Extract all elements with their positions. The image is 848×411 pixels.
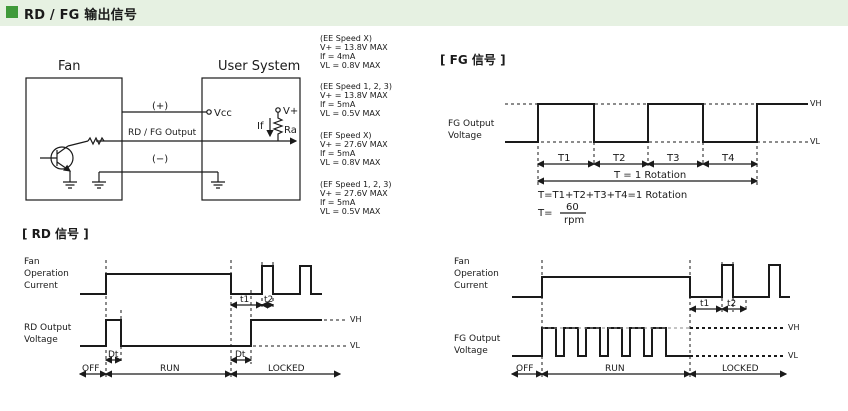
spec-list: (EE Speed X) V+ = 13.8V MAX If = 4mA VL … bbox=[320, 34, 392, 216]
svg-text:t1: t1 bbox=[240, 295, 249, 305]
svg-text:RUN: RUN bbox=[160, 364, 180, 374]
svg-text:Dt: Dt bbox=[108, 350, 119, 360]
svg-text:V+ = 27.6V MAX: V+ = 27.6V MAX bbox=[320, 140, 388, 149]
user-ground-icon bbox=[211, 181, 225, 189]
svg-text:(EF Speed 1, 2, 3): (EF Speed 1, 2, 3) bbox=[320, 180, 392, 189]
svg-text:LOCKED: LOCKED bbox=[722, 364, 759, 374]
svg-text:FG Output: FG Output bbox=[454, 334, 501, 344]
svg-text:VH: VH bbox=[810, 99, 822, 108]
fan-ground-icon bbox=[92, 181, 106, 189]
rd-vl-label: VL bbox=[350, 341, 360, 350]
svg-text:VL = 0.8V MAX: VL = 0.8V MAX bbox=[320, 158, 381, 167]
svg-text:V+ = 13.8V MAX: V+ = 13.8V MAX bbox=[320, 43, 388, 52]
svg-text:Current: Current bbox=[454, 281, 488, 291]
fg-fan-current-waveform bbox=[512, 264, 790, 298]
svg-text:V+ = 27.6V MAX: V+ = 27.6V MAX bbox=[320, 189, 388, 198]
svg-text:VL = 0.5V MAX: VL = 0.5V MAX bbox=[320, 109, 381, 118]
vplus-terminal bbox=[275, 107, 281, 113]
spec-title: (EE Speed X) bbox=[320, 34, 372, 43]
rd-output-waveform bbox=[80, 319, 322, 347]
section-header: RD / FG 输出信号 bbox=[0, 0, 848, 26]
svg-text:rpm: rpm bbox=[564, 215, 584, 226]
base-resistor bbox=[87, 136, 105, 146]
spec-block-1: (EE Speed X) V+ = 13.8V MAX If = 4mA VL … bbox=[320, 34, 388, 70]
svg-text:Operation: Operation bbox=[454, 269, 499, 279]
user-system-label: User System bbox=[218, 59, 300, 74]
svg-text:(EF Speed X): (EF Speed X) bbox=[320, 131, 372, 140]
fan-label: Fan bbox=[58, 59, 81, 74]
svg-text:T3: T3 bbox=[666, 153, 679, 164]
svg-text:T=: T= bbox=[537, 208, 553, 219]
svg-text:OFF: OFF bbox=[516, 364, 533, 374]
minus-label: (−) bbox=[152, 154, 168, 165]
spec-block-3: (EF Speed X) V+ = 27.6V MAX If = 5mA VL … bbox=[320, 131, 388, 167]
svg-text:VL: VL bbox=[810, 137, 820, 146]
svg-text:V+ = 13.8V MAX: V+ = 13.8V MAX bbox=[320, 91, 388, 100]
svg-text:Dt: Dt bbox=[235, 350, 246, 360]
svg-text:If = 5mA: If = 5mA bbox=[320, 198, 356, 207]
svg-text:FG Output: FG Output bbox=[448, 119, 495, 129]
svg-text:T1: T1 bbox=[557, 153, 570, 164]
svg-text:LOCKED: LOCKED bbox=[268, 364, 305, 374]
svg-text:VL = 0.5V MAX: VL = 0.5V MAX bbox=[320, 207, 381, 216]
svg-text:T4: T4 bbox=[721, 153, 734, 164]
svg-text:Operation: Operation bbox=[24, 269, 69, 279]
svg-text:If = 4mA: If = 4mA bbox=[320, 52, 356, 61]
fg-timing-diagram: Fan Operation Current FG Output Voltage … bbox=[454, 257, 800, 380]
transistor-ground-icon bbox=[63, 181, 77, 189]
rd-timing-diagram: [ RD 信号 ] Fan Operation Current RD Outpu… bbox=[22, 226, 362, 380]
svg-text:T = 1 Rotation: T = 1 Rotation bbox=[613, 170, 686, 181]
svg-text:Voltage: Voltage bbox=[24, 335, 58, 345]
header-square-icon bbox=[6, 6, 18, 18]
circuit-diagram: Fan User System (+) Vcc RD / FG Output V… bbox=[25, 59, 301, 201]
svg-text:(EE Speed 1, 2, 3): (EE Speed 1, 2, 3) bbox=[320, 82, 392, 91]
svg-text:Current: Current bbox=[24, 281, 58, 291]
vplus-label: V+ bbox=[283, 106, 298, 117]
svg-text:OFF: OFF bbox=[82, 364, 99, 374]
ra-resistor bbox=[272, 112, 284, 141]
output-label: RD / FG Output bbox=[128, 128, 197, 138]
rd-vh-label: VH bbox=[350, 315, 362, 324]
fg-output-waveform bbox=[505, 103, 808, 143]
rd-fan-current-waveform bbox=[80, 265, 322, 295]
fg-equation-1: T=T1+T2+T3+T4=1 Rotation bbox=[537, 190, 687, 201]
svg-text:VL: VL bbox=[788, 351, 798, 360]
svg-text:T2: T2 bbox=[612, 153, 625, 164]
svg-text:RUN: RUN bbox=[605, 364, 625, 374]
fan-box bbox=[25, 77, 123, 201]
svg-text:Fan: Fan bbox=[24, 257, 40, 267]
rd-section-title: [ RD 信号 ] bbox=[22, 226, 89, 241]
fg-signal-diagram: [ FG 信号 ] FG Output Voltage VH VL T1 T2 … bbox=[440, 52, 822, 226]
if-label: If bbox=[257, 121, 264, 132]
svg-text:Voltage: Voltage bbox=[454, 346, 488, 356]
svg-text:If = 5mA: If = 5mA bbox=[320, 100, 356, 109]
svg-text:Voltage: Voltage bbox=[448, 131, 482, 141]
spec-block-4: (EF Speed 1, 2, 3) V+ = 27.6V MAX If = 5… bbox=[320, 180, 392, 216]
svg-text:VL = 0.8V MAX: VL = 0.8V MAX bbox=[320, 61, 381, 70]
svg-text:t2: t2 bbox=[264, 295, 273, 305]
svg-text:RD Output: RD Output bbox=[24, 323, 72, 333]
plus-label: (+) bbox=[152, 101, 168, 112]
page-title: RD / FG 输出信号 bbox=[24, 8, 138, 23]
svg-text:60: 60 bbox=[566, 202, 579, 213]
fg-output-timing-waveform bbox=[512, 327, 690, 357]
svg-text:Fan: Fan bbox=[454, 257, 470, 267]
ra-label: Ra bbox=[284, 125, 297, 136]
vcc-label: Vcc bbox=[214, 108, 232, 119]
svg-text:t2: t2 bbox=[727, 299, 736, 309]
svg-text:If = 5mA: If = 5mA bbox=[320, 149, 356, 158]
user-system-box bbox=[201, 77, 301, 201]
vcc-terminal bbox=[206, 109, 212, 115]
svg-text:VH: VH bbox=[788, 323, 800, 332]
spec-block-2: (EE Speed 1, 2, 3) V+ = 13.8V MAX If = 5… bbox=[320, 82, 392, 118]
fg-section-title: [ FG 信号 ] bbox=[440, 52, 506, 67]
svg-text:t1: t1 bbox=[700, 299, 709, 309]
